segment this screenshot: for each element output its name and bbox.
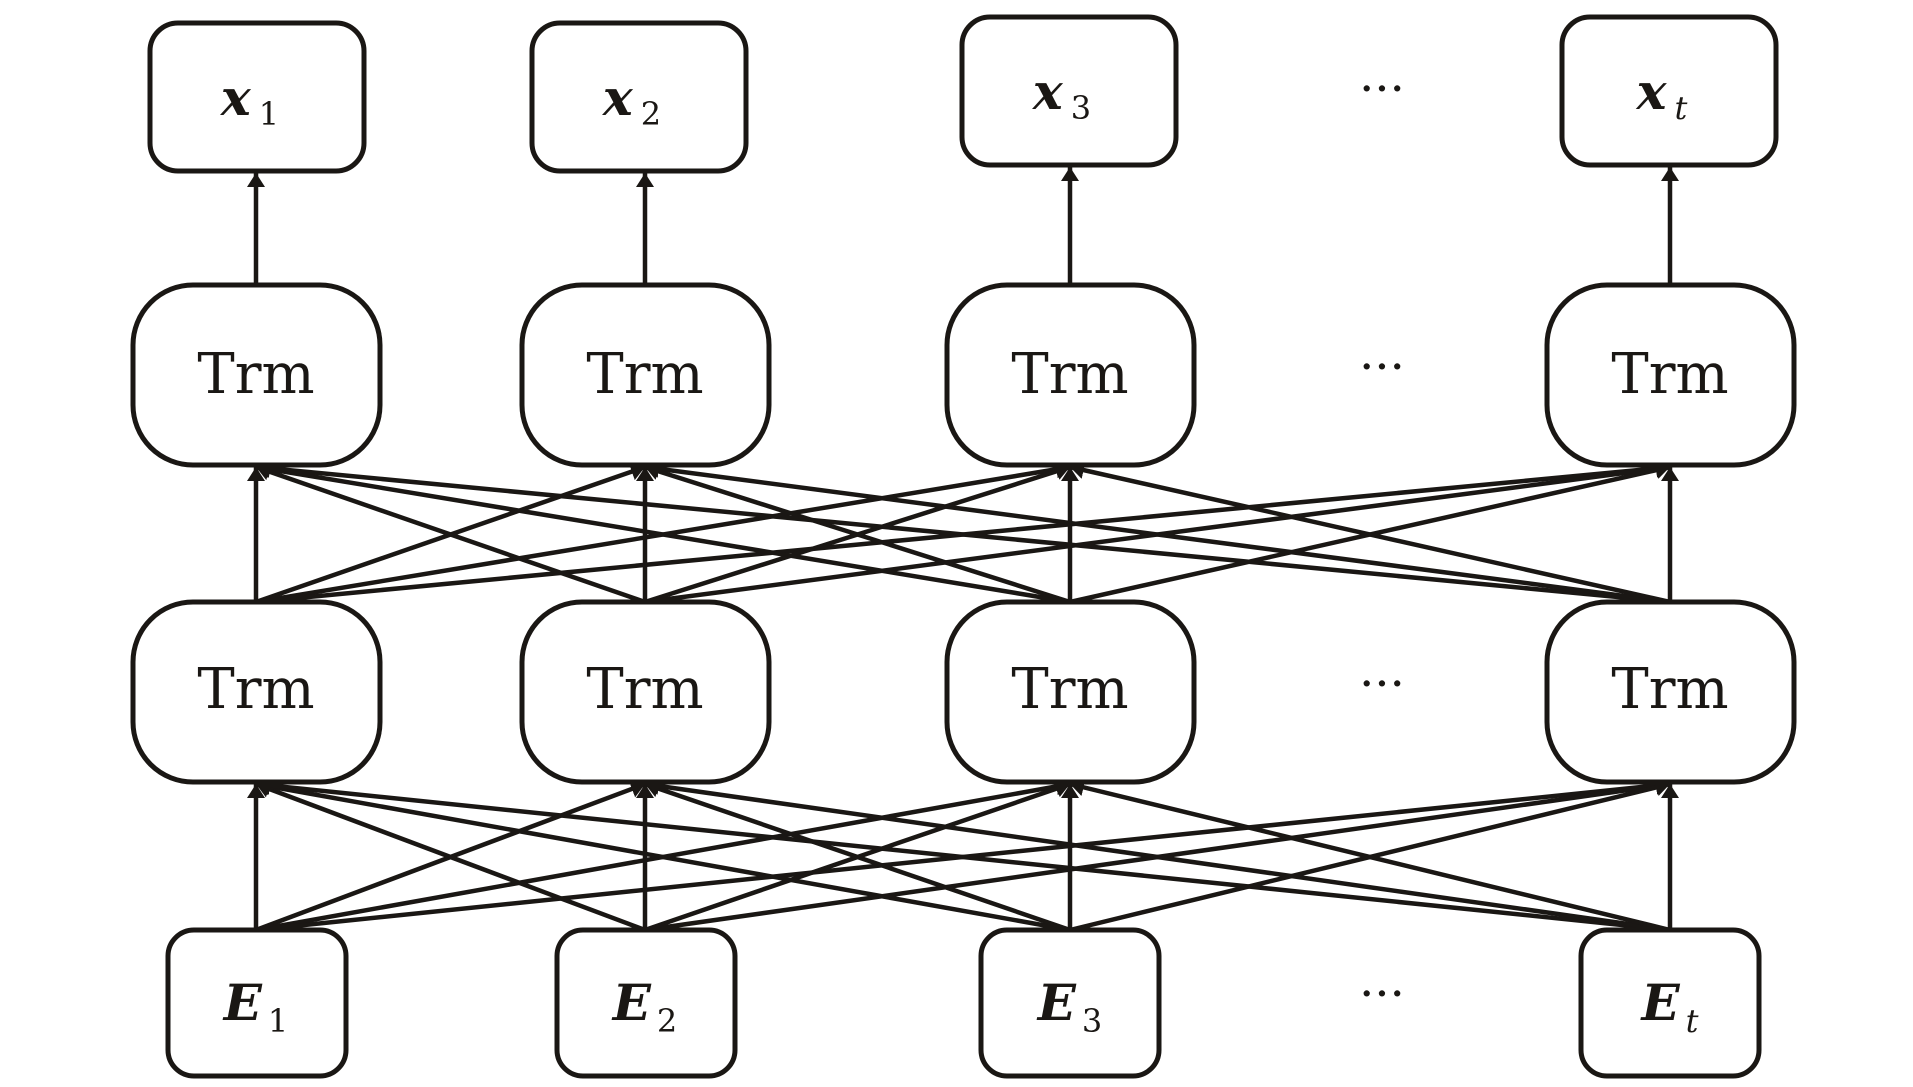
trm-label: Trm bbox=[1011, 657, 1128, 722]
input-ellipsis: ··· bbox=[1359, 966, 1405, 1022]
edge-input-3-to-layer1-1 bbox=[255, 777, 1071, 933]
svg-text:x1: x1 bbox=[220, 68, 279, 133]
input-symbol: E bbox=[222, 973, 263, 1032]
trm-label: Trm bbox=[586, 342, 703, 407]
trm-label: Trm bbox=[197, 342, 314, 407]
trm-label: Trm bbox=[1611, 342, 1728, 407]
output-ellipsis: ··· bbox=[1359, 61, 1405, 117]
connection-edges bbox=[247, 167, 1679, 933]
output-subscript: t bbox=[1674, 89, 1687, 127]
output-symbol: x bbox=[602, 68, 634, 127]
edge-layer1-2-to-layer2-1 bbox=[255, 463, 646, 605]
output-symbol: x bbox=[1636, 62, 1668, 121]
edge-layer1-3-to-layer2-1 bbox=[255, 460, 1071, 605]
transformer-layer-2: Trm Trm Trm ··· Trm bbox=[130, 282, 1797, 468]
input-subscript: 3 bbox=[1082, 1002, 1102, 1040]
svg-text:E1: E1 bbox=[222, 973, 288, 1040]
svg-text:Et: Et bbox=[1640, 973, 1699, 1040]
edge-layer1-4-to-layer2-3 bbox=[1069, 461, 1671, 605]
trm-node-layer1-3: Trm bbox=[944, 599, 1197, 785]
edge-layer1-4-to-layer2-1 bbox=[255, 459, 1671, 605]
output-subscript: 3 bbox=[1071, 89, 1091, 127]
transformer-layer-1: Trm Trm Trm ··· Trm bbox=[130, 599, 1797, 785]
svg-text:E2: E2 bbox=[611, 973, 677, 1040]
edge-input-2-to-layer1-1 bbox=[255, 780, 646, 933]
trm-label: Trm bbox=[197, 657, 314, 722]
edge-input-4-to-layer1-3 bbox=[1069, 778, 1671, 933]
edge-input-4-to-layer1-1 bbox=[255, 776, 1671, 933]
trm-label: Trm bbox=[1611, 657, 1728, 722]
edge-input-4-to-layer1-2 bbox=[644, 777, 1671, 933]
trm-node-layer2-1: Trm bbox=[130, 282, 383, 468]
layer1-ellipsis: ··· bbox=[1359, 656, 1405, 712]
output-subscript: 1 bbox=[259, 95, 279, 133]
svg-text:x2: x2 bbox=[602, 68, 661, 133]
svg-text:x3: x3 bbox=[1032, 62, 1091, 127]
output-symbol: x bbox=[1032, 62, 1064, 121]
input-subscript: t bbox=[1686, 1002, 1699, 1040]
input-subscript: 1 bbox=[268, 1002, 288, 1040]
input-symbol: E bbox=[611, 973, 652, 1032]
trm-node-layer1-1: Trm bbox=[130, 599, 383, 785]
edge-input-3-to-layer1-2 bbox=[644, 780, 1071, 933]
svg-text:xt: xt bbox=[1636, 62, 1688, 127]
edge-layer1-3-to-layer2-2 bbox=[644, 462, 1071, 605]
trm-label: Trm bbox=[1011, 342, 1128, 407]
input-symbol: E bbox=[1036, 973, 1077, 1032]
layer2-ellipsis: ··· bbox=[1359, 339, 1405, 395]
input-symbol: E bbox=[1640, 973, 1681, 1032]
edge-layer1-4-to-layer2-2 bbox=[644, 459, 1671, 605]
trm-node-layer1-2: Trm bbox=[519, 599, 772, 785]
input-subscript: 2 bbox=[657, 1002, 677, 1040]
output-symbol: x bbox=[220, 68, 252, 127]
trm-node-layer1-t: Trm bbox=[1544, 599, 1797, 785]
trm-node-layer2-3: Trm bbox=[944, 282, 1197, 468]
trm-node-layer2-t: Trm bbox=[1544, 282, 1797, 468]
trm-node-layer2-2: Trm bbox=[519, 282, 772, 468]
svg-text:E3: E3 bbox=[1036, 973, 1102, 1040]
output-subscript: 2 bbox=[641, 95, 661, 133]
trm-label: Trm bbox=[586, 657, 703, 722]
